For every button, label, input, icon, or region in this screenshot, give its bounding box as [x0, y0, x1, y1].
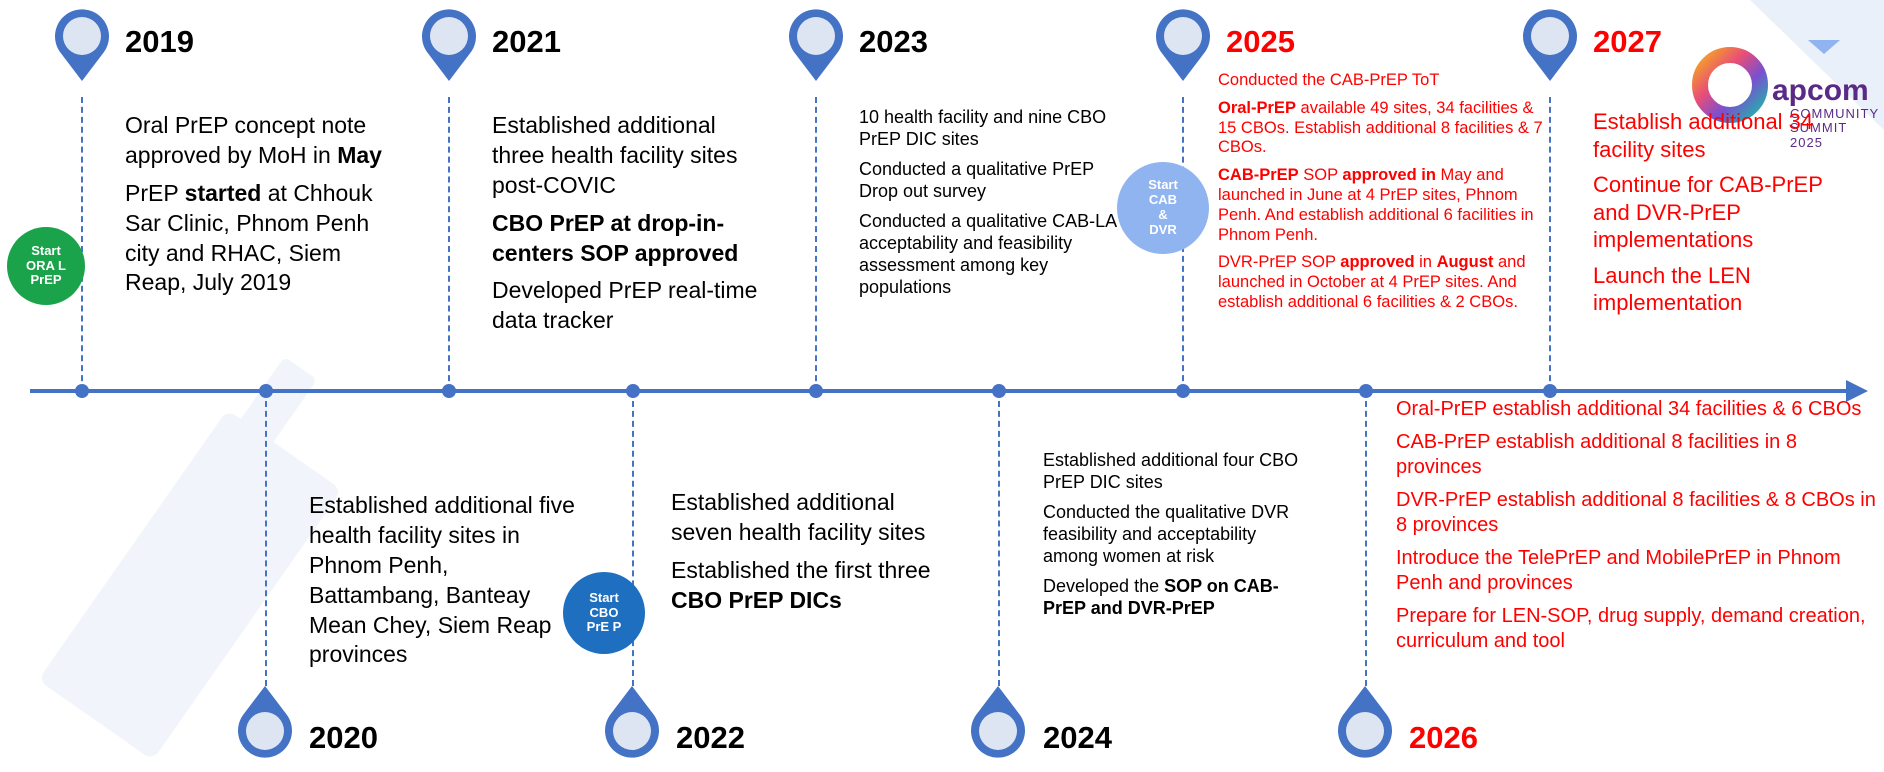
year-label: 2027 — [1593, 24, 1662, 59]
map-pin-icon — [238, 686, 292, 758]
milestone-2025-text: Conducted the CAB-PrEP ToT Oral-PrEP ava… — [1218, 71, 1543, 311]
milestone-2027-text: Establish additional 34 facility sites C… — [1593, 108, 1863, 325]
connector-2022 — [632, 391, 634, 686]
timeline-dot — [259, 384, 273, 398]
connector-2021 — [448, 97, 450, 391]
connector-2019 — [81, 97, 83, 391]
timeline-dot — [1543, 384, 1557, 398]
map-pin-icon — [789, 9, 843, 82]
list-item: Continue for CAB-PrEP and DVR-PrEP imple… — [1593, 172, 1823, 252]
map-pin-icon — [422, 9, 476, 82]
start-cab-dvr-badge: Start CAB & DVR — [1117, 162, 1209, 254]
brand-name: apcom — [1772, 74, 1869, 107]
milestone-2021-text: Established additional three health faci… — [492, 112, 758, 334]
list-item: Launch the LEN implementation — [1593, 262, 1751, 316]
milestone-2023-text: 10 health facility and nine CBO PrEP DIC… — [859, 107, 1117, 297]
list-item: Prepare for LEN-SOP, drug supply, demand… — [1396, 605, 1866, 652]
map-pin-icon — [1523, 9, 1577, 82]
timeline-dot — [992, 384, 1006, 398]
year-label: 2020 — [309, 720, 378, 755]
timeline-axis — [30, 389, 1855, 393]
timeline-dot — [75, 384, 89, 398]
milestone-2026-text: Oral-PrEP establish additional 34 facili… — [1396, 397, 1878, 662]
timeline-dot — [626, 384, 640, 398]
apcom-ring-icon — [1692, 40, 1840, 123]
year-label: 2023 — [859, 24, 928, 59]
timeline-dot — [809, 384, 823, 398]
year-label: 2024 — [1043, 720, 1112, 755]
brand-line1: COMMUNITY — [1790, 106, 1880, 121]
milestone-2022-text: Established additional seven health faci… — [671, 489, 931, 613]
year-label: 2021 — [492, 24, 561, 59]
map-pin-icon — [1338, 686, 1392, 758]
list-item: CAB-PrEP establish additional 8 faciliti… — [1396, 431, 1797, 478]
connector-2023 — [815, 97, 817, 391]
timeline-arrow-icon — [1846, 380, 1868, 402]
map-pin-icon — [1156, 9, 1210, 82]
list-item: DVR-PrEP establish additional 8 faciliti… — [1396, 489, 1876, 536]
map-pin-icon — [971, 686, 1025, 758]
milestone-2020-text: Established additional five health facil… — [309, 492, 575, 668]
connector-2024 — [998, 391, 1000, 686]
list-item: Oral-PrEP establish additional 34 facili… — [1396, 398, 1862, 420]
timeline-dot — [1176, 384, 1190, 398]
connector-2026 — [1365, 391, 1367, 686]
map-pin-icon — [55, 9, 109, 82]
year-label: 2025 — [1226, 24, 1295, 59]
list-item: Establish additional 34 facility sites — [1593, 109, 1814, 162]
milestone-2019-text: Oral PrEP concept note approved by MoH i… — [125, 112, 382, 296]
connector-2020 — [265, 391, 267, 686]
brand-line2: SUMMIT 2025 — [1790, 120, 1848, 150]
apcom-summit-logo: apcom COMMUNITY SUMMIT 2025 — [1690, 40, 1880, 150]
year-label: 2019 — [125, 24, 194, 59]
list-item: Introduce the TelePrEP and MobilePrEP in… — [1396, 547, 1841, 594]
timeline-dot — [1359, 384, 1373, 398]
start-cbo-prep-badge: Start CBO PrE P — [563, 572, 645, 654]
timeline-dot — [442, 384, 456, 398]
milestone-2024-text: Established additional four CBO PrEP DIC… — [1043, 450, 1299, 618]
year-label: 2026 — [1409, 720, 1478, 755]
start-oral-prep-badge: Start ORA L PrEP — [7, 227, 85, 305]
connector-2027 — [1549, 97, 1551, 391]
map-pin-icon — [605, 686, 659, 758]
year-label: 2022 — [676, 720, 745, 755]
